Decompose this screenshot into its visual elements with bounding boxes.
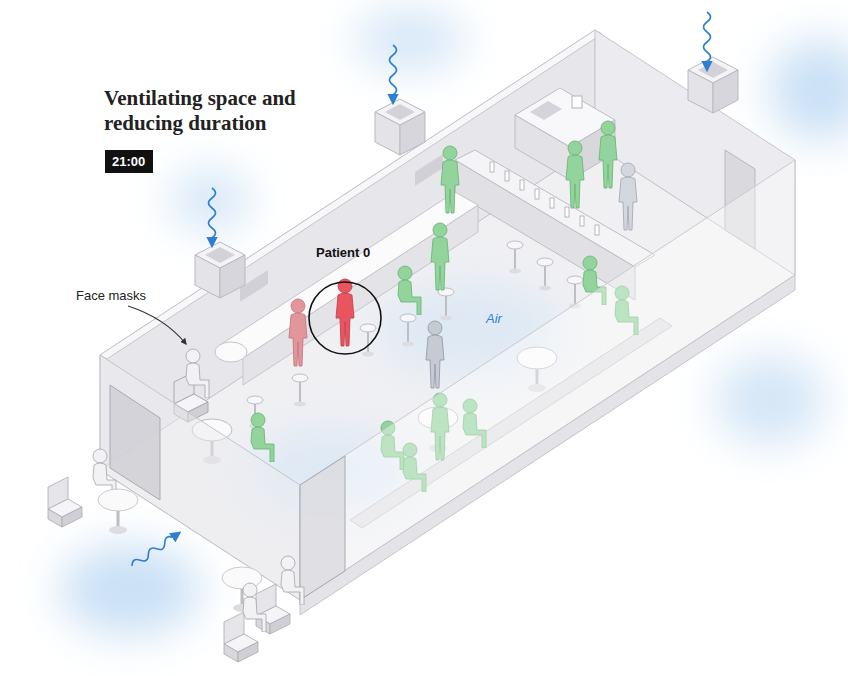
air-haze — [60, 10, 848, 635]
glass-walls — [100, 160, 795, 615]
kitchen-counter — [515, 88, 615, 180]
title: Ventilating space and reducing duration — [104, 86, 344, 136]
patient-label: Patient 0 — [316, 245, 370, 260]
leader-arrow — [128, 306, 186, 344]
time-badge: 21:00 — [105, 150, 153, 173]
time-text: 21:00 — [112, 154, 146, 169]
patient-circle — [309, 282, 381, 354]
callout-label: Face masks — [76, 288, 146, 303]
outside-seating — [48, 449, 304, 662]
air-label: Air — [486, 311, 502, 326]
